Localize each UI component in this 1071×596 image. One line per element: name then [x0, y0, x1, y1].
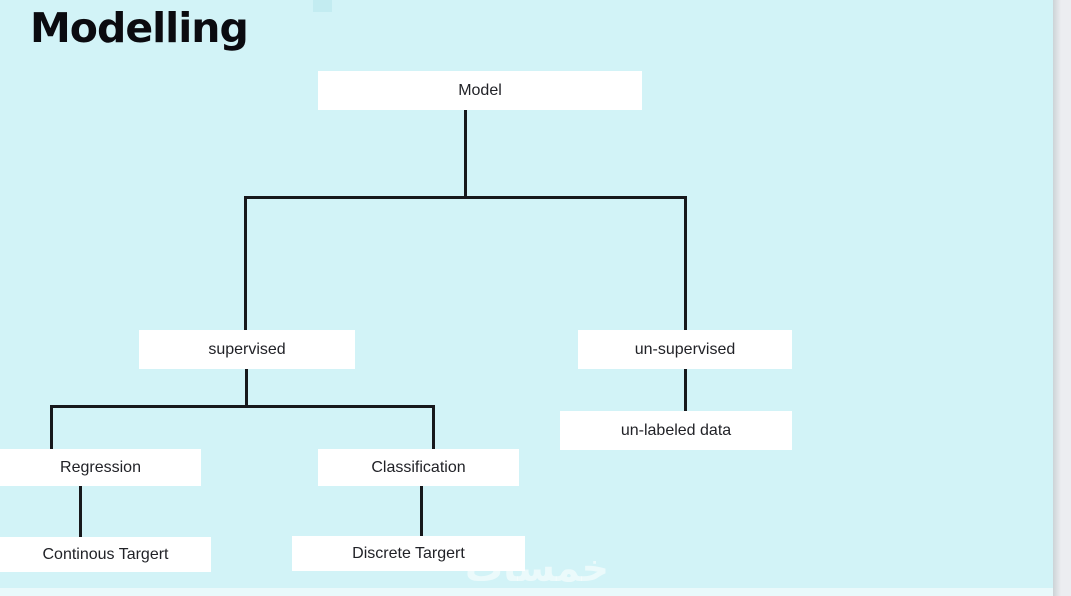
connector-unsupervised-down — [684, 369, 687, 411]
node-unsupervised[interactable]: un-supervised — [578, 330, 792, 369]
node-discrete-target[interactable]: Discrete Targert — [292, 536, 525, 571]
connector-supervised-down — [245, 369, 248, 407]
node-label: un-labeled data — [620, 421, 732, 439]
workspace-right-gutter — [1053, 0, 1071, 596]
node-label: Discrete Targert — [352, 544, 465, 562]
node-label: supervised — [208, 340, 286, 358]
connector-model-down — [464, 110, 467, 199]
connector-branch2-horizontal — [50, 405, 435, 408]
connector-branch2-right — [432, 405, 435, 449]
slide-title[interactable]: Modelling — [30, 4, 249, 52]
node-supervised[interactable]: supervised — [139, 330, 355, 369]
node-classification[interactable]: Classification — [318, 449, 519, 486]
connector-classification-down — [420, 486, 423, 536]
slide-bottom-edge — [0, 588, 1071, 596]
node-regression[interactable]: Regression — [0, 449, 201, 486]
connector-branch1-right — [684, 196, 687, 330]
node-label: Regression — [60, 458, 141, 476]
connector-branch1-horizontal — [244, 196, 687, 199]
khamsat-watermark: خمسات — [465, 546, 609, 590]
node-continuous-target[interactable]: Continous Targert — [0, 537, 211, 572]
top-edge-artifact — [313, 0, 332, 12]
node-label: Model — [458, 81, 502, 99]
connector-regression-down — [79, 486, 82, 537]
node-unlabeled-data[interactable]: un-labeled data — [560, 411, 792, 450]
node-label: Continous Targert — [42, 545, 169, 563]
node-label: Classification — [371, 458, 466, 476]
node-label: un-supervised — [634, 340, 736, 358]
connector-branch2-left — [50, 405, 53, 449]
node-model[interactable]: Model — [318, 71, 642, 110]
connector-branch1-left — [244, 196, 247, 330]
